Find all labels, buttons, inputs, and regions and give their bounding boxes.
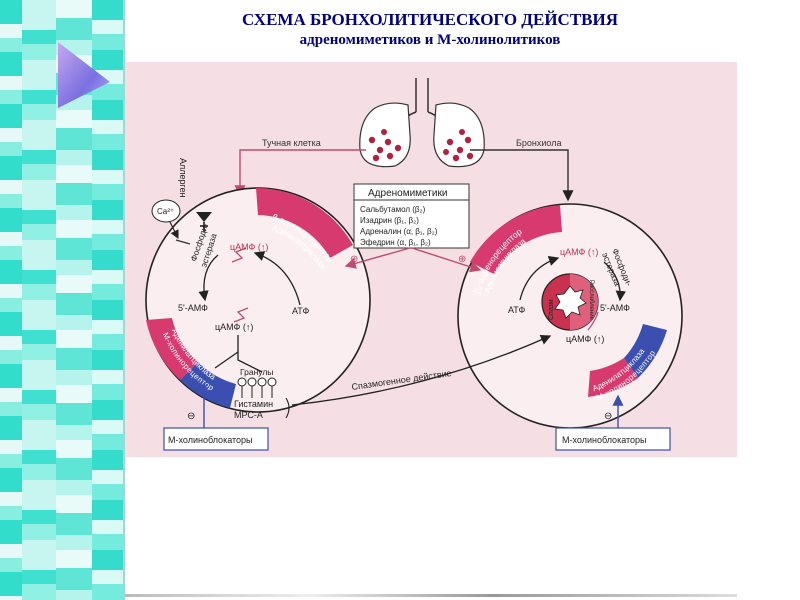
mast-cell-label: Тучная клетка xyxy=(262,138,321,148)
title-line-1: СХЕМА БРОНХОЛИТИЧЕСКОГО ДЕЙСТВИЯ xyxy=(241,10,619,29)
drug-item: Эфедрин (α, β₁, β₂) xyxy=(360,238,431,247)
left-amp-label: 5'-АМФ xyxy=(178,303,208,313)
left-cell-pathway xyxy=(175,239,301,373)
calcium-label: Ca²⁺ xyxy=(157,207,174,216)
drug-item: Адреналин (α, β₁, β₂) xyxy=(360,227,438,236)
decorative-side-strip xyxy=(0,0,125,600)
adrenomimetics-box xyxy=(353,183,470,249)
left-camp-label: цАМФ (↑) xyxy=(230,242,268,252)
allergen-label: Аллерген xyxy=(178,158,188,198)
spasmogenic-arrow xyxy=(291,334,552,406)
m-blockers-right-box xyxy=(555,394,671,451)
mrs-a-label: МРС-А xyxy=(234,410,263,420)
m-blockers-left-label: М-холиноблокаторы xyxy=(168,435,253,445)
lungs-illustration xyxy=(359,78,485,168)
adrenomimetics-title: Адреномиметики xyxy=(368,188,447,199)
adrenomimetics-arrows xyxy=(344,247,482,273)
relaxation-label: Расслабление xyxy=(588,280,594,321)
histamine-brace xyxy=(285,397,290,419)
minus-sign-left: ⊖ xyxy=(187,411,195,422)
title-line-2: адреномиметиков и М-холинолитиков xyxy=(299,32,561,48)
decorative-stripe xyxy=(92,0,125,600)
spasm-label: Спазм xyxy=(548,299,555,320)
drug-item: Сальбутамол (β₂) xyxy=(360,205,426,214)
calcium-arrow xyxy=(169,221,179,239)
decorative-stripe xyxy=(22,0,56,600)
bronchiole-lumen xyxy=(541,273,599,331)
m-blockers-right-label: М-холиноблокаторы xyxy=(562,435,647,445)
granules-label: Гранулы xyxy=(240,367,273,377)
right-amp-label: 5'-АМФ xyxy=(600,303,630,313)
footer-line xyxy=(125,594,737,597)
left-camp-bottom-label: цАМФ (↑) xyxy=(215,322,253,332)
mast-cell xyxy=(145,187,371,413)
plus-sign-right: ⊕ xyxy=(458,254,466,265)
plus-sign-left: ⊕ xyxy=(350,254,358,265)
right-camp-label: цАМФ (↑) xyxy=(560,247,598,257)
slide-title: СХЕМА БРОНХОЛИТИЧЕСКОГО ДЕЙСТВИЯ адреном… xyxy=(130,10,730,50)
calcium-ion xyxy=(151,199,181,223)
minus-sign-right: ⊖ xyxy=(604,411,612,422)
decorative-stripe xyxy=(0,0,22,600)
left-atp-label: АТФ xyxy=(292,306,309,316)
label-connectors xyxy=(234,149,574,202)
histamine-label: Гистамин xyxy=(234,399,273,409)
right-camp-bottom-label: цАМФ (↑) xyxy=(566,334,604,344)
granules xyxy=(237,377,277,398)
triangle-icon xyxy=(58,42,110,108)
right-atp-label: АТФ xyxy=(508,305,525,315)
m-blockers-left-box xyxy=(163,382,269,451)
spasmogenic-label: Спазмогенное действие xyxy=(351,368,452,392)
right-cell-pathway xyxy=(519,255,626,331)
decorative-divider xyxy=(123,0,125,600)
drug-item: Изадрин (β₁, β₂) xyxy=(360,216,419,225)
bronchiole-label: Бронхиола xyxy=(516,138,561,148)
allergen-receptor xyxy=(196,212,212,232)
